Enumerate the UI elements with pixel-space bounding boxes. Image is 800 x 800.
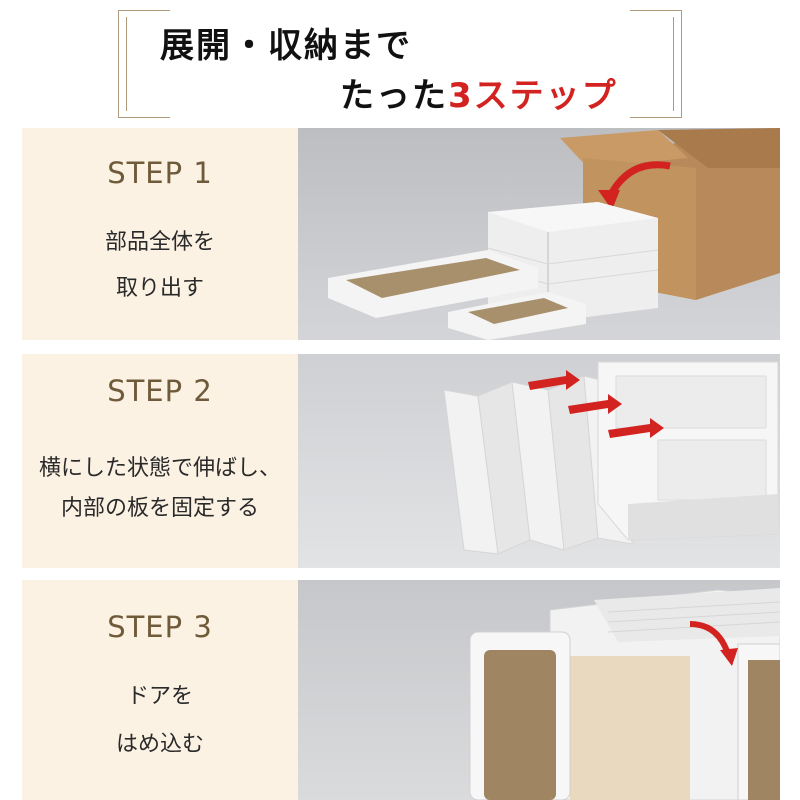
step-3-image: [298, 580, 780, 800]
step-1-desc-line-2: 取り出す: [115, 276, 204, 301]
inner-wood-panel: [570, 656, 690, 800]
red-arrow-icon: [689, 621, 731, 656]
step-2-desc-line-2: 内部の板を固定する: [60, 496, 259, 521]
header: 展開・収納まで たった3ステップ: [0, 0, 800, 120]
step-3-label: STEP 3: [107, 610, 213, 644]
title-line-2: たった3ステップ: [340, 68, 618, 117]
red-arrow-icon-1: [528, 370, 580, 390]
step-1-text-area: STEP 1 部品全体を 取り出す: [22, 128, 298, 340]
frame-slats-top: [615, 375, 767, 429]
right-bracket-decoration: [630, 10, 682, 118]
red-arrow-icon-2: [568, 394, 622, 414]
frame-floor: [628, 494, 778, 540]
title-line-2-prefix: たった: [340, 76, 448, 116]
step-1-panel: STEP 1 部品全体を 取り出す: [22, 128, 780, 340]
title-line-1: 展開・収納まで: [160, 26, 412, 66]
frame-slats-side: [657, 439, 767, 501]
step-3-desc-line-1: ドアを: [126, 684, 193, 709]
step-1-label: STEP 1: [107, 156, 213, 190]
box-flap-back: [658, 128, 780, 168]
step-2-text-area: STEP 2 横にした状態で伸ばし、 内部の板を固定する: [22, 354, 298, 568]
box-flap-left: [560, 130, 688, 168]
red-arrow-head-icon: [720, 648, 738, 666]
red-arrow-head-icon: [598, 190, 620, 210]
step-1-illustration: [328, 128, 780, 340]
panel-stack: [488, 202, 658, 322]
step-2-label: STEP 2: [107, 374, 213, 408]
step-1-image: [298, 128, 780, 340]
small-frame-window: [468, 298, 568, 324]
step-2-desc-line-1: 横にした状態で伸ばし、: [38, 456, 281, 481]
step-2-panel: STEP 2 横にした状態で伸ばし、 内部の板を固定する: [22, 354, 780, 568]
large-frame-window: [346, 258, 520, 298]
title-line-2-accent: 3ステップ: [448, 76, 618, 116]
step-2-illustration: [443, 361, 779, 555]
panel-stack-top: [488, 202, 658, 232]
step-3-illustration: [469, 588, 780, 800]
step-3-desc-line-2: はめ込む: [115, 732, 204, 757]
step-1-desc-line-1: 部品全体を: [104, 230, 215, 255]
step-3-text-area: STEP 3 ドアを はめ込む: [22, 580, 298, 800]
red-arrow-icon-3: [608, 418, 664, 438]
step-2-image: [298, 354, 780, 568]
cabinet-top-slats: [594, 588, 780, 642]
door-window: [484, 650, 556, 800]
right-door-window: [748, 660, 780, 800]
step-3-panel: STEP 3 ドアを はめ込む: [22, 580, 780, 800]
left-bracket-decoration: [118, 10, 170, 118]
